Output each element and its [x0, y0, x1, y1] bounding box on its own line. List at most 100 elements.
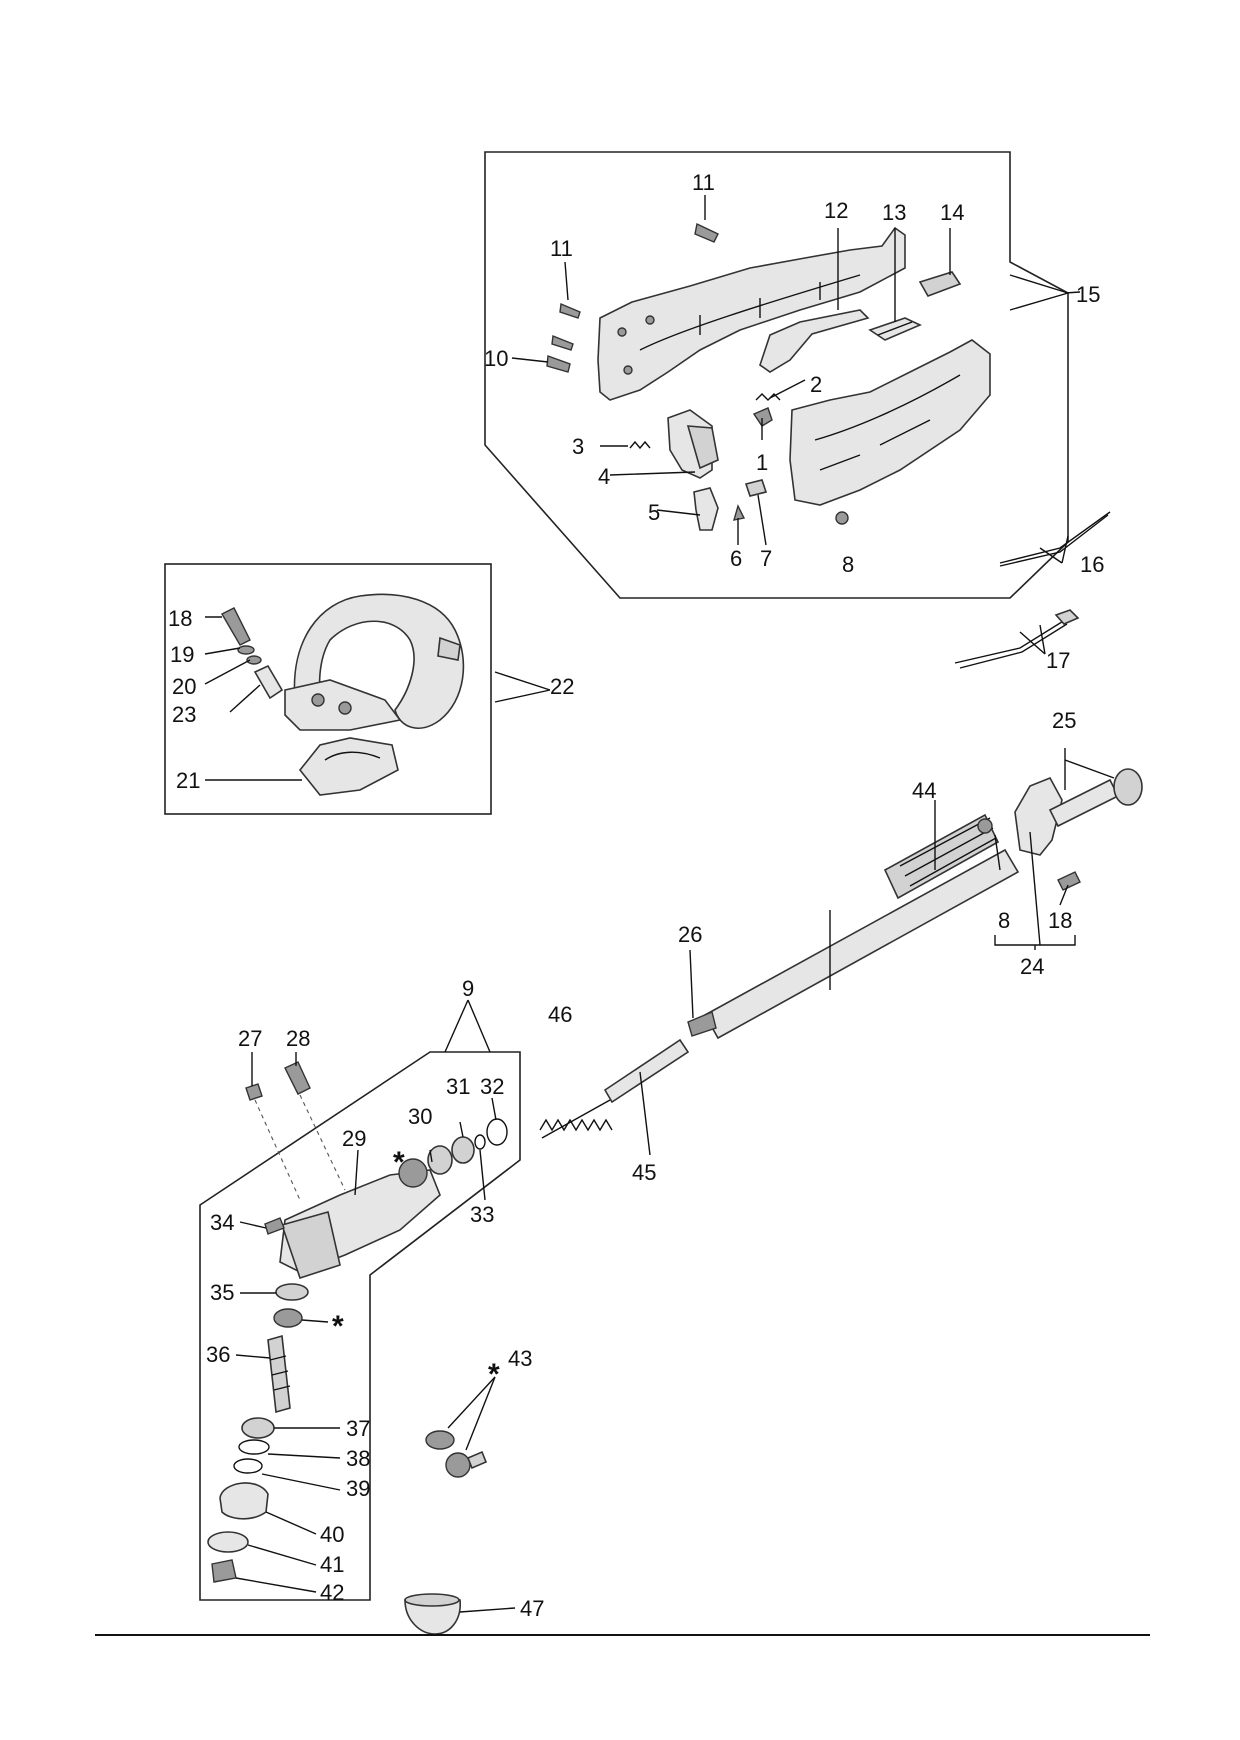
label-7: 7 [760, 546, 772, 571]
label-28: 28 [286, 1026, 310, 1051]
star-mark-43: * [488, 1358, 500, 1391]
label-11-top: 11 [692, 170, 715, 195]
handle-half-upper [597, 226, 906, 401]
liner-45 [603, 1038, 690, 1104]
bevel-gear-lower [273, 1308, 303, 1328]
label-31: 31 [446, 1074, 470, 1099]
block-7 [744, 479, 768, 497]
shaft-tip-26 [687, 1011, 717, 1037]
label-18-bracket: 18 [1048, 908, 1072, 933]
label-36: 36 [206, 1342, 230, 1367]
label-43: 43 [508, 1346, 532, 1371]
gear-set-43-a [425, 1430, 455, 1450]
screw-11-b [551, 335, 574, 351]
star-mark-lower: * [332, 1310, 344, 1343]
lever-1 [752, 407, 773, 427]
bolt-28 [284, 1061, 311, 1095]
nut-8-bracket [977, 818, 993, 834]
gear-set-43-b [445, 1452, 471, 1478]
clip-5 [693, 487, 719, 531]
star-mark-upper: * [393, 1146, 405, 1179]
label-8-bracket: 8 [998, 908, 1010, 933]
label-3: 3 [572, 434, 584, 459]
label-38: 38 [346, 1446, 370, 1471]
washer-20 [246, 655, 262, 665]
circlip-32 [486, 1118, 508, 1146]
loop-handle-frame [164, 563, 492, 815]
clamp-21 [298, 737, 399, 796]
label-30: 30 [408, 1104, 432, 1129]
circlip-38 [238, 1439, 270, 1455]
nut-8 [835, 511, 849, 525]
label-40: 40 [320, 1522, 344, 1547]
switch-cap-14 [918, 271, 962, 297]
washer-19 [237, 645, 255, 655]
bushing-25 [1113, 768, 1143, 806]
pin-6 [733, 504, 746, 521]
label-37: 37 [346, 1416, 370, 1441]
washer-41 [207, 1531, 249, 1553]
gear-housing-cup [280, 1211, 341, 1280]
label-26: 26 [678, 922, 702, 947]
label-23: 23 [172, 702, 196, 727]
label-17: 17 [1046, 648, 1070, 673]
label-45: 45 [632, 1160, 656, 1185]
label-12: 12 [824, 198, 848, 223]
label-15: 15 [1076, 282, 1100, 307]
spring-3 [629, 440, 651, 450]
label-1: 1 [756, 450, 768, 475]
nut-42 [211, 1559, 237, 1583]
inner-shaft-46 [539, 1118, 613, 1132]
label-46: 46 [548, 1002, 572, 1027]
label-11: 11 [550, 236, 573, 261]
label-10: 10 [484, 346, 508, 371]
label-6: 6 [730, 546, 742, 571]
loop-handle-22 [293, 593, 465, 729]
screw-11-top [694, 222, 719, 243]
label-19: 19 [170, 642, 194, 667]
spring-2 [755, 393, 781, 401]
part-labels: 11 12 13 14 11 15 10 2 3 1 4 5 6 7 8 16 … [168, 170, 1104, 1621]
bearing-35 [275, 1283, 309, 1301]
label-35: 35 [210, 1280, 234, 1305]
label-47: 47 [520, 1596, 544, 1621]
label-39: 39 [346, 1476, 370, 1501]
label-24: 24 [1020, 954, 1044, 979]
bevel-gear-30 [398, 1158, 428, 1188]
bearing-31 [451, 1136, 475, 1164]
label-8: 8 [842, 552, 854, 577]
screw-10 [546, 355, 571, 373]
ring-39 [233, 1458, 263, 1474]
bolt-27 [245, 1083, 263, 1101]
label-34: 34 [210, 1210, 234, 1235]
label-21: 21 [176, 768, 200, 793]
label-29: 29 [342, 1126, 366, 1151]
label-4: 4 [598, 464, 610, 489]
label-9: 9 [462, 976, 474, 1001]
leader-lines [204, 195, 1115, 1613]
screw-34 [264, 1217, 285, 1235]
spacer-23 [253, 664, 284, 700]
spindle-36 [267, 1334, 291, 1414]
label-42: 42 [320, 1580, 344, 1605]
label-32: 32 [480, 1074, 504, 1099]
bearing-37 [241, 1417, 275, 1439]
label-33: 33 [470, 1202, 494, 1227]
bolt-18 [221, 607, 251, 646]
label-20: 20 [172, 674, 196, 699]
bolt-18-bracket [1057, 871, 1081, 891]
throttle-lever-12 [759, 309, 870, 373]
label-16: 16 [1080, 552, 1104, 577]
cable-17 [954, 619, 1066, 664]
label-44: 44 [912, 778, 936, 803]
label-25: 25 [1052, 708, 1076, 733]
label-27: 27 [238, 1026, 262, 1051]
cable-16 [999, 511, 1111, 564]
label-5: 5 [648, 500, 660, 525]
label-41: 41 [320, 1552, 344, 1577]
label-22: 22 [550, 674, 574, 699]
handle-half-lower [789, 339, 991, 506]
label-2: 2 [810, 372, 822, 397]
cap-40 [219, 1482, 269, 1520]
